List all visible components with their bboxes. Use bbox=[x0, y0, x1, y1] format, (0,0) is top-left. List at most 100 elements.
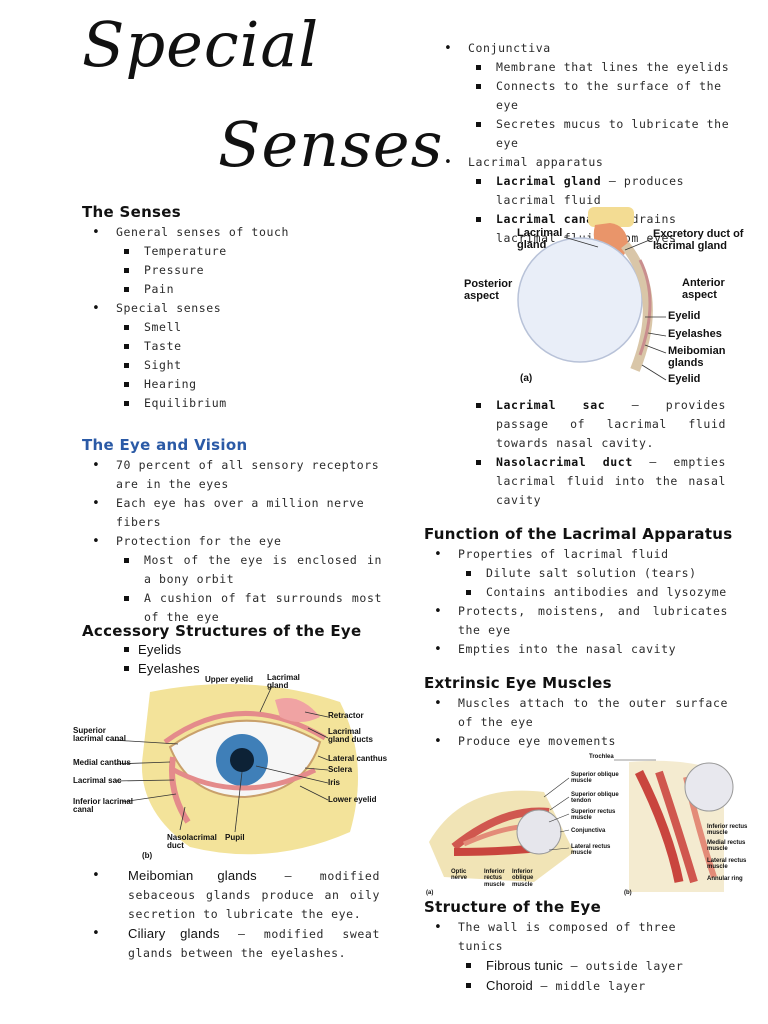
label-lacrimal-gland-ducts: Lacrimal gland ducts bbox=[328, 727, 373, 745]
label-annular-ring: Annular ring bbox=[707, 876, 743, 882]
label-sup-rectus: Superior rectus muscle bbox=[571, 809, 616, 822]
ciliary-term: Ciliary glands bbox=[128, 926, 220, 941]
heading-eye-vision: The Eye and Vision bbox=[82, 436, 248, 454]
label-meibomian-glands: Meibomian glands bbox=[668, 345, 726, 369]
label-pupil: Pupil bbox=[225, 833, 245, 842]
label-medial-rectus: Medial rectus muscle bbox=[707, 840, 746, 853]
list-item: Lacrimal gland – produces lacrimal fluid bbox=[434, 172, 730, 210]
label-panel-a: (a) bbox=[426, 890, 434, 896]
meibomian-term: Meibomian glands bbox=[128, 868, 257, 883]
list-item: The wall is composed of three tunics bbox=[424, 918, 728, 956]
label-inf-rectus: Inferior rectus muscle bbox=[484, 869, 505, 888]
label-sclera: Sclera bbox=[328, 765, 353, 774]
list-item: Lacrimal apparatus bbox=[434, 153, 730, 172]
heading-accessory: Accessory Structures of the Eye bbox=[82, 622, 362, 640]
lacrimal-sac-term: Lacrimal sac bbox=[496, 398, 606, 412]
heading-function: Function of the Lacrimal Apparatus bbox=[424, 525, 733, 543]
heading-senses: The Senses bbox=[82, 203, 181, 221]
accessory-figure-illustration bbox=[111, 684, 358, 855]
lacrimal-figure-illustration bbox=[517, 207, 667, 381]
label-inferior-lacrimal-canal: Inferior lacrimal canal bbox=[73, 797, 134, 815]
list-item: Ciliary glands – modified sweat glands b… bbox=[82, 924, 380, 963]
fibrous-term: Fibrous tunic bbox=[486, 958, 564, 973]
extrinsic-list: Muscles attach to the outer surface of t… bbox=[424, 694, 728, 751]
list-item: Dilute salt solution (tears) bbox=[424, 564, 728, 583]
accessory-figure: Upper eyelid Lacrimal gland Retractor Su… bbox=[70, 672, 390, 867]
structure-list: The wall is composed of three tunics Fib… bbox=[424, 918, 728, 996]
label-panel-b: (b) bbox=[142, 851, 153, 860]
lacrimal-canals-term: Lacrimal canals bbox=[496, 212, 609, 226]
label-inf-oblique: Inferior oblique muscle bbox=[512, 869, 534, 888]
label-eyelid-top: Eyelid bbox=[668, 310, 701, 322]
extrinsic-figure: Trochlea Superior oblique muscle Superio… bbox=[424, 752, 754, 900]
glands-list: Meibomian glands – modified sebaceous gl… bbox=[82, 866, 380, 963]
list-item: Eyelids bbox=[82, 640, 382, 659]
lacrimal-gland-term: Lacrimal gland bbox=[496, 174, 602, 188]
list-item: Smell bbox=[82, 318, 392, 337]
list-item: Empties into the nasal cavity bbox=[424, 640, 728, 659]
list-item: Produce eye movements bbox=[424, 732, 728, 751]
heading-structure: Structure of the Eye bbox=[424, 898, 602, 916]
list-item: Muscles attach to the outer surface of t… bbox=[424, 694, 728, 732]
lacrimal-gland-text: – produces lacrimal fluid bbox=[496, 174, 685, 207]
lacrimal-passage-list: Lacrimal sac – provides passage of lacri… bbox=[434, 396, 726, 510]
list-item: Contains antibodies and lysozyme bbox=[424, 583, 728, 602]
list-item: Pressure bbox=[82, 261, 392, 280]
accessory-list: Eyelids Eyelashes bbox=[82, 640, 382, 678]
label-eyelid-bottom: Eyelid bbox=[668, 373, 701, 385]
ciliary-text: – modified sweat glands between the eyel… bbox=[128, 927, 380, 960]
list-item: Conjunctiva bbox=[434, 39, 730, 58]
page-title-line2: Senses bbox=[218, 108, 444, 181]
extrinsic-figure-illustration bbox=[429, 759, 734, 892]
list-item: Secretes mucus to lubricate the eye bbox=[434, 115, 730, 153]
list-item: Nasolacrimal duct – empties lacrimal flu… bbox=[434, 453, 726, 510]
label-anterior-aspect: Anterior aspect bbox=[682, 277, 725, 301]
list-item: Sight bbox=[82, 356, 392, 375]
list-item: Each eye has over a million nerve fibers bbox=[82, 494, 382, 532]
label-optic-nerve: Optic nerve bbox=[451, 869, 468, 882]
label-conjunctiva: Conjunctiva bbox=[571, 828, 606, 834]
label-lacrimal-gland: Lacrimal gland bbox=[267, 673, 300, 691]
label-superior-lacrimal-canal: Superior lacrimal canal bbox=[73, 726, 126, 744]
list-item: Protects, moistens, and lubricates the e… bbox=[424, 602, 728, 640]
label-iris: Iris bbox=[328, 778, 341, 787]
label-upper-eyelid: Upper eyelid bbox=[205, 675, 254, 684]
label-posterior-aspect: Posterior aspect bbox=[464, 278, 513, 302]
list-item: Equilibrium bbox=[82, 394, 392, 413]
label-eyelashes: Eyelashes bbox=[668, 328, 722, 340]
label-panel-a: (a) bbox=[520, 373, 533, 384]
lacrimal-sac-text: – provides passage of lacrimal fluid tow… bbox=[496, 398, 726, 450]
label-lower-eyelid: Lower eyelid bbox=[328, 795, 377, 804]
lacrimal-figure: Lacrimal gland Excretory duct of lacrima… bbox=[460, 205, 760, 390]
label-lat-rectus: Lateral rectus muscle bbox=[571, 844, 611, 857]
list-item: 70 percent of all sensory receptors are … bbox=[82, 456, 382, 494]
nasolacrimal-term: Nasolacrimal duct bbox=[496, 455, 633, 469]
senses-list: General senses of touch Temperature Pres… bbox=[82, 223, 392, 413]
label-lateral-canthus: Lateral canthus bbox=[328, 754, 388, 763]
label-lacrimal-gland: Lacrimal gland bbox=[517, 227, 563, 251]
choroid-term: Choroid bbox=[486, 978, 533, 993]
choroid-text: – middle layer bbox=[540, 979, 646, 993]
label-lateral-rectus-b: Lateral rectus muscle bbox=[707, 858, 747, 871]
list-item: Fibrous tunic – outside layer bbox=[424, 956, 728, 976]
list-item: General senses of touch bbox=[82, 223, 392, 242]
heading-extrinsic: Extrinsic Eye Muscles bbox=[424, 674, 612, 692]
list-item: Properties of lacrimal fluid bbox=[424, 545, 728, 564]
meibomian-text: – modified sebaceous glands produce an o… bbox=[128, 869, 380, 921]
list-item: Pain bbox=[82, 280, 392, 299]
fibrous-text: – outside layer bbox=[570, 959, 684, 973]
conjunctiva-list: Conjunctiva Membrane that lines the eyel… bbox=[434, 39, 730, 248]
function-list: Properties of lacrimal fluid Dilute salt… bbox=[424, 545, 728, 659]
list-item: Taste bbox=[82, 337, 392, 356]
list-item: Lacrimal sac – provides passage of lacri… bbox=[434, 396, 726, 453]
list-item: Hearing bbox=[82, 375, 392, 394]
list-item: Eyelashes bbox=[82, 659, 382, 678]
label-excretory-duct: Excretory duct of lacrimal gland bbox=[653, 228, 744, 252]
list-item: Temperature bbox=[82, 242, 392, 261]
list-item: Membrane that lines the eyelids bbox=[434, 58, 730, 77]
label-retractor: Retractor bbox=[328, 711, 364, 720]
label-medial-canthus: Medial canthus bbox=[73, 758, 131, 767]
label-nasolacrimal-duct: Nasolacrimal duct bbox=[167, 833, 217, 851]
label-inf-rectus-b: Inferior rectus muscle bbox=[707, 824, 748, 837]
label-sup-oblique: Superior oblique muscle bbox=[571, 772, 619, 785]
